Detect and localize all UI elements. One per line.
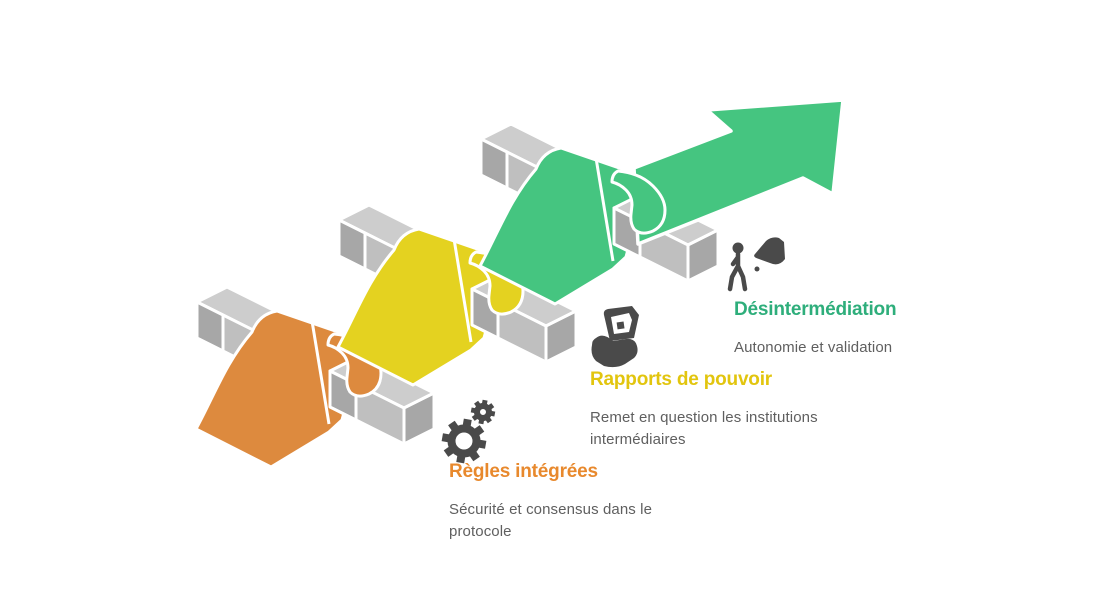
step-1-title: Règles intégrées [449, 461, 598, 482]
step-1-description: Sécurité et consensus dans le protocole [449, 501, 653, 540]
gear-small [470, 399, 496, 425]
person-walking-from-hand-icon [727, 237, 785, 292]
gears-icon [441, 399, 496, 464]
step-1-label-block: Règles intégrées Sécurité et consensus d… [449, 461, 674, 543]
step-3-description: Autonomie et validation [734, 339, 893, 356]
step-2-description: Remet en question les institutions inter… [590, 409, 818, 448]
step-3-title: Désintermédiation [734, 299, 897, 320]
step-2-label-block: Rapports de pouvoir Remet en question le… [590, 369, 840, 451]
person-head [732, 242, 744, 254]
hand-dot [754, 266, 760, 272]
growth-arrow [632, 98, 845, 246]
fist-shape [591, 335, 638, 368]
reaching-hand [754, 237, 785, 265]
gear-large [441, 418, 487, 464]
step-2-title: Rapports de pouvoir [590, 369, 772, 390]
ballot-slot-dot [616, 321, 625, 330]
fist-holding-ballot-icon [591, 306, 639, 368]
person-body [727, 251, 748, 292]
step-3-label-block: Désintermédiation Autonomie et validatio… [734, 299, 984, 359]
ballot-box-shape [603, 306, 639, 341]
